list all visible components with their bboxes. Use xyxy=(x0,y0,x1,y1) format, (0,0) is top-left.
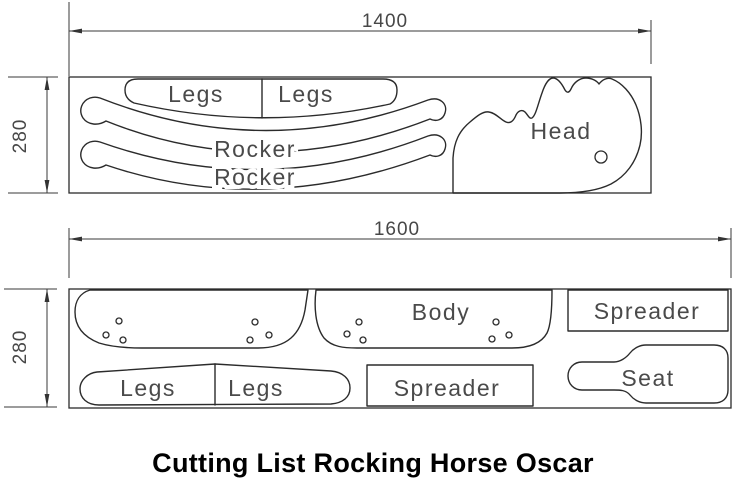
dowel-hole xyxy=(505,331,513,339)
part-rocker-bottom-shape xyxy=(80,134,447,190)
dowel-hole xyxy=(359,336,367,344)
board1-outline xyxy=(68,76,652,194)
head-eye-hole xyxy=(594,150,608,164)
part-legs1-right-label: Legs xyxy=(278,81,334,107)
dim-arrow-up xyxy=(44,289,50,302)
dim-arrow-down xyxy=(44,394,50,407)
part-body-shape xyxy=(314,289,553,349)
dowel-hole xyxy=(265,331,273,339)
part-spreader-bottom-shape xyxy=(366,364,534,407)
dim-board2-width-label: 1600 xyxy=(374,219,420,240)
dowel-hole xyxy=(251,318,259,326)
part-legs1-left-label: Legs xyxy=(168,81,224,107)
part-head-label: Head xyxy=(531,118,592,144)
dim-arrow-right xyxy=(638,28,651,34)
dim-arrow-left xyxy=(69,236,82,242)
part-legs2-left-label: Legs xyxy=(120,375,176,401)
dim-arrow-up xyxy=(44,77,50,90)
dowel-hole xyxy=(246,336,254,344)
dim-arrow-down xyxy=(44,180,50,193)
dowel-hole xyxy=(119,336,127,344)
dowel-hole xyxy=(488,335,496,343)
part-legs1-shape xyxy=(124,78,398,119)
dowel-hole xyxy=(355,318,363,326)
dim-board1-width: 1400 xyxy=(68,2,652,76)
part-spreader-top-label: Spreader xyxy=(594,298,701,324)
dim-arrow-right xyxy=(718,236,731,242)
board2-outline xyxy=(68,288,732,409)
part-seat-label: Seat xyxy=(621,365,674,391)
dowel-hole xyxy=(492,318,500,326)
part-rocker-top-label: Rocker xyxy=(214,136,296,162)
page-title: Cutting List Rocking Horse Oscar xyxy=(152,448,594,478)
dim-board2-height: 280 xyxy=(4,288,57,408)
dim-board1-height: 280 xyxy=(8,76,58,194)
dim-board2-height-label: 280 xyxy=(10,330,31,365)
dowel-hole xyxy=(102,331,110,339)
dim-arrow-left xyxy=(69,28,82,34)
part-body-blank-shape xyxy=(74,289,309,349)
part-legs2-shape xyxy=(79,363,351,406)
part-rocker-top-shape xyxy=(80,96,447,153)
part-legs2-right-label: Legs xyxy=(228,375,284,401)
part-seat-shape xyxy=(567,344,729,404)
dowel-hole xyxy=(343,330,351,338)
part-spreader-bottom-label: Spreader xyxy=(394,375,501,401)
part-rocker-bottom-label: Rocker xyxy=(214,164,296,190)
part-head-shape xyxy=(452,77,643,194)
dim-board1-width-label: 1400 xyxy=(362,11,408,32)
part-body-label: Body xyxy=(412,299,470,325)
dowel-hole xyxy=(115,317,123,325)
dim-board1-height-label: 280 xyxy=(10,119,31,154)
part-spreader-top-shape xyxy=(567,289,729,332)
dim-board2-width: 1600 xyxy=(68,219,732,278)
